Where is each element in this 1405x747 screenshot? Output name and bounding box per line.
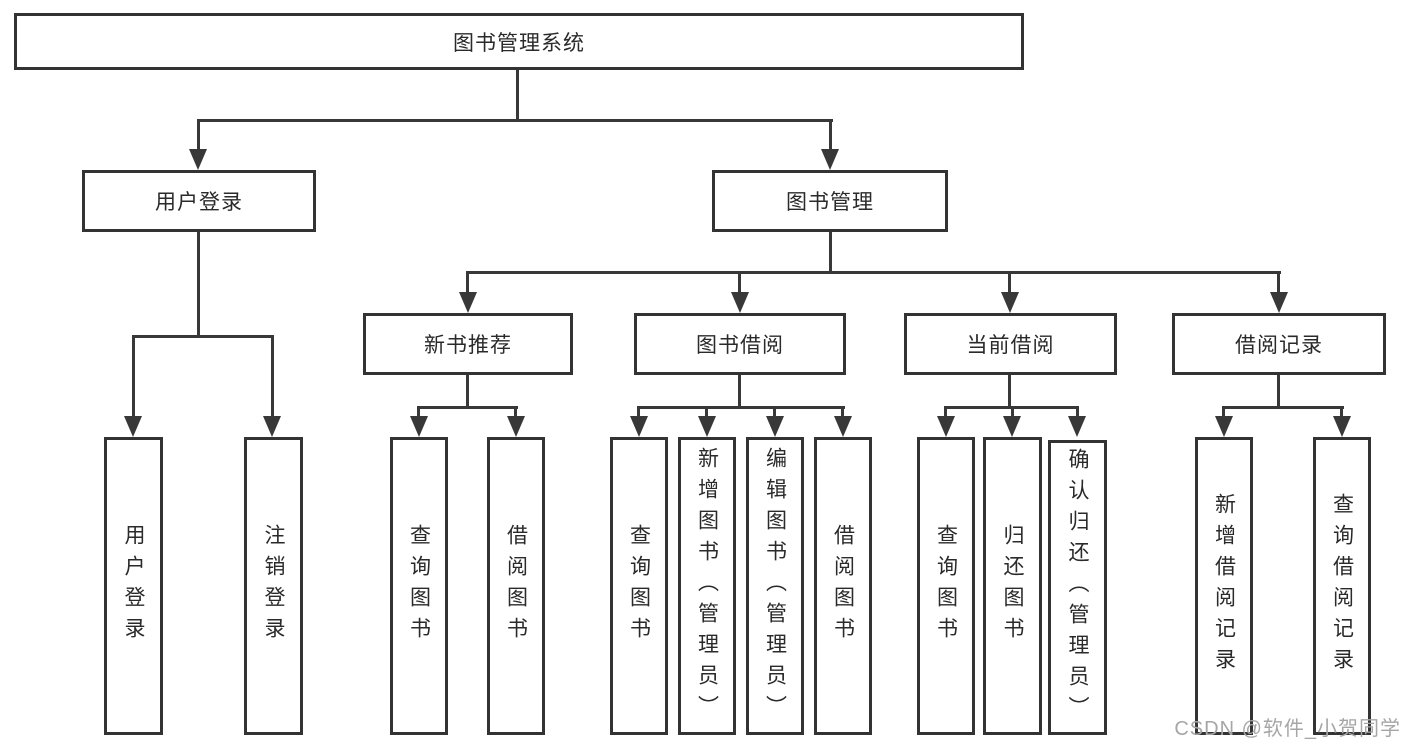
connector-drop bbox=[514, 406, 517, 419]
arrowhead-down bbox=[1215, 416, 1233, 437]
node-book-management-label: 图书管理 bbox=[786, 191, 874, 214]
leaf-newbook-borrow-books-label: 借阅图书 bbox=[504, 524, 528, 648]
connector-drop-leaf-user-login bbox=[132, 335, 135, 418]
node-borrow-records: 借阅记录 bbox=[1172, 313, 1386, 375]
node-user-login: 用户登录 bbox=[82, 170, 316, 232]
leaf-borrow-borrow-books-label: 借阅图书 bbox=[831, 524, 855, 648]
connector-user-login-riser bbox=[197, 232, 200, 336]
connector-drop bbox=[1076, 406, 1079, 419]
arrowhead-down bbox=[1001, 292, 1019, 313]
connector-drop-current-borrow bbox=[1008, 271, 1011, 295]
node-user-login-label: 用户登录 bbox=[155, 191, 243, 214]
leaf-add-borrow-record: 新增借阅记录 bbox=[1195, 437, 1253, 735]
arrowhead-down bbox=[1003, 416, 1021, 437]
arrowhead-down bbox=[410, 416, 428, 437]
leaf-user-login: 用户登录 bbox=[104, 437, 163, 735]
connector-drop bbox=[1011, 406, 1014, 419]
connector-book-mgmt-bus bbox=[466, 271, 1281, 274]
node-borrow-records-label: 借阅记录 bbox=[1235, 334, 1323, 357]
node-book-borrow-label: 图书借阅 bbox=[696, 334, 784, 357]
arrowhead-down bbox=[189, 149, 207, 170]
leaf-user-login-label: 用户登录 bbox=[122, 524, 145, 648]
node-current-borrow: 当前借阅 bbox=[904, 313, 1117, 375]
arrowhead-down bbox=[1270, 292, 1288, 313]
leaf-query-borrow-record: 查询借阅记录 bbox=[1313, 437, 1371, 735]
connector-drop bbox=[637, 406, 640, 419]
connector-drop-leaf-logout bbox=[271, 335, 274, 418]
connector-drop bbox=[773, 406, 776, 419]
connector-drop-book-mgmt bbox=[829, 119, 832, 151]
leaf-query-borrow-record-label: 查询借阅记录 bbox=[1330, 493, 1354, 679]
leaf-logout-login-label: 注销登录 bbox=[262, 524, 285, 648]
leaf-logout-login: 注销登录 bbox=[244, 437, 303, 735]
leaf-edit-books-admin: 编辑图书（管理员） bbox=[746, 437, 804, 735]
connector-drop-user-login bbox=[197, 119, 200, 151]
connector-book-mgmt-riser bbox=[829, 232, 832, 274]
connector-drop bbox=[417, 406, 420, 419]
leaf-add-books-admin: 新增图书（管理员） bbox=[678, 437, 736, 735]
arrowhead-down bbox=[766, 416, 784, 437]
node-current-borrow-label: 当前借阅 bbox=[966, 334, 1055, 357]
connector-new-book-riser bbox=[466, 375, 469, 408]
leaf-confirm-return-admin-label: 确认归还（管理员） bbox=[1066, 448, 1089, 727]
arrowhead-down bbox=[1068, 416, 1086, 437]
leaf-edit-books-admin-label: 编辑图书（管理员） bbox=[763, 446, 787, 726]
node-root: 图书管理系统 bbox=[14, 13, 1024, 70]
connector-borrow-records-bus bbox=[1222, 406, 1344, 409]
leaf-return-books: 归还图书 bbox=[983, 437, 1042, 735]
leaf-borrow-query-books-label: 查询图书 bbox=[627, 524, 651, 648]
connector-book-borrow-riser bbox=[738, 375, 741, 408]
csdn-watermark: CSDN @软件_小贺同学 bbox=[1174, 718, 1401, 740]
node-new-book-recommend-label: 新书推荐 bbox=[424, 334, 512, 357]
leaf-newbook-query-books-label: 查询图书 bbox=[407, 524, 431, 648]
node-root-label: 图书管理系统 bbox=[453, 31, 585, 55]
connector-drop bbox=[841, 406, 844, 419]
leaf-add-books-admin-label: 新增图书（管理员） bbox=[695, 446, 719, 726]
connector-root-riser bbox=[516, 70, 519, 120]
arrowhead-down bbox=[834, 416, 852, 437]
connector-drop bbox=[705, 406, 708, 419]
leaf-current-query-books: 查询图书 bbox=[917, 437, 975, 735]
connector-drop-book-borrow bbox=[738, 271, 741, 295]
node-book-borrow: 图书借阅 bbox=[634, 313, 846, 375]
connector-user-login-bus bbox=[132, 335, 274, 338]
connector-book-borrow-bus bbox=[637, 406, 845, 409]
leaf-borrow-query-books: 查询图书 bbox=[610, 437, 668, 735]
arrowhead-down bbox=[459, 292, 477, 313]
connector-drop bbox=[1222, 406, 1225, 419]
connector-borrow-records-riser bbox=[1277, 375, 1280, 408]
leaf-confirm-return-admin: 确认归还（管理员） bbox=[1048, 440, 1107, 735]
leaf-current-query-books-label: 查询图书 bbox=[934, 524, 958, 648]
connector-root-bus bbox=[197, 119, 833, 122]
connector-drop-new-book bbox=[466, 271, 469, 295]
arrowhead-down bbox=[263, 416, 281, 437]
connector-current-borrow-riser bbox=[1008, 375, 1011, 408]
connector-drop bbox=[1340, 406, 1343, 419]
arrowhead-down bbox=[731, 292, 749, 313]
arrowhead-down bbox=[507, 416, 525, 437]
leaf-add-borrow-record-label: 新增借阅记录 bbox=[1212, 493, 1236, 679]
connector-new-book-bus bbox=[417, 406, 518, 409]
leaf-return-books-label: 归还图书 bbox=[1001, 524, 1024, 648]
leaf-newbook-borrow-books: 借阅图书 bbox=[487, 437, 545, 735]
node-new-book-recommend: 新书推荐 bbox=[363, 313, 573, 375]
connector-drop bbox=[944, 406, 947, 419]
connector-drop-borrow-records bbox=[1277, 271, 1280, 295]
arrowhead-down bbox=[821, 149, 839, 170]
arrowhead-down bbox=[630, 416, 648, 437]
leaf-borrow-borrow-books: 借阅图书 bbox=[814, 437, 872, 735]
arrowhead-down bbox=[937, 416, 955, 437]
arrowhead-down bbox=[698, 416, 716, 437]
node-book-management: 图书管理 bbox=[712, 170, 948, 232]
arrowhead-down bbox=[1333, 416, 1351, 437]
leaf-newbook-query-books: 查询图书 bbox=[390, 437, 448, 735]
arrowhead-down bbox=[124, 416, 142, 437]
